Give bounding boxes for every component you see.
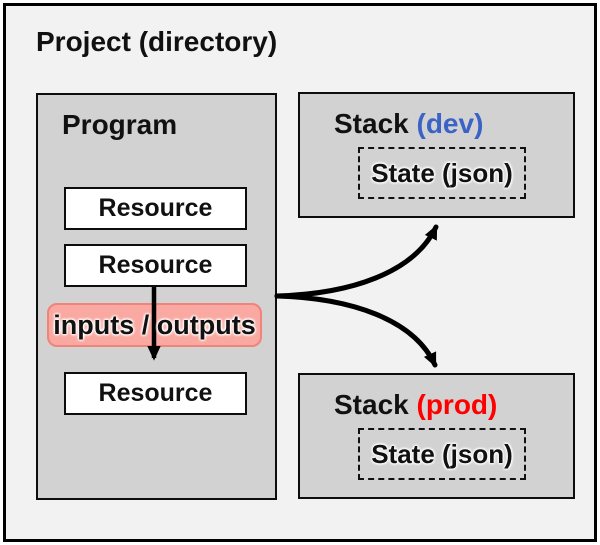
stack-dev-env: (dev) (416, 108, 484, 139)
resource-box-1: Resource (64, 187, 247, 230)
stack-prod-env: (prod) (416, 389, 498, 420)
stack-dev-name: Stack (334, 108, 409, 139)
stack-prod-name: Stack (334, 389, 409, 420)
inputs-outputs-label: inputs / outputs (53, 309, 256, 340)
stack-dev-box: Stack (dev) State (json) (298, 92, 575, 218)
stack-prod-state-box: State (json) (358, 428, 526, 480)
stack-prod-box: Stack (prod) State (json) (298, 373, 575, 499)
program-label: Program (62, 109, 178, 140)
stack-dev-state-box: State (json) (358, 147, 526, 199)
inputs-outputs-box: inputs / outputs (47, 303, 262, 347)
project-title: Project (directory) (36, 26, 278, 57)
program-box: Program (36, 93, 277, 500)
stack-prod-label: Stack (prod) (334, 389, 497, 421)
stack-dev-label: Stack (dev) (334, 108, 483, 140)
resource-box-2: Resource (64, 244, 247, 287)
resource-box-3: Resource (64, 372, 247, 415)
